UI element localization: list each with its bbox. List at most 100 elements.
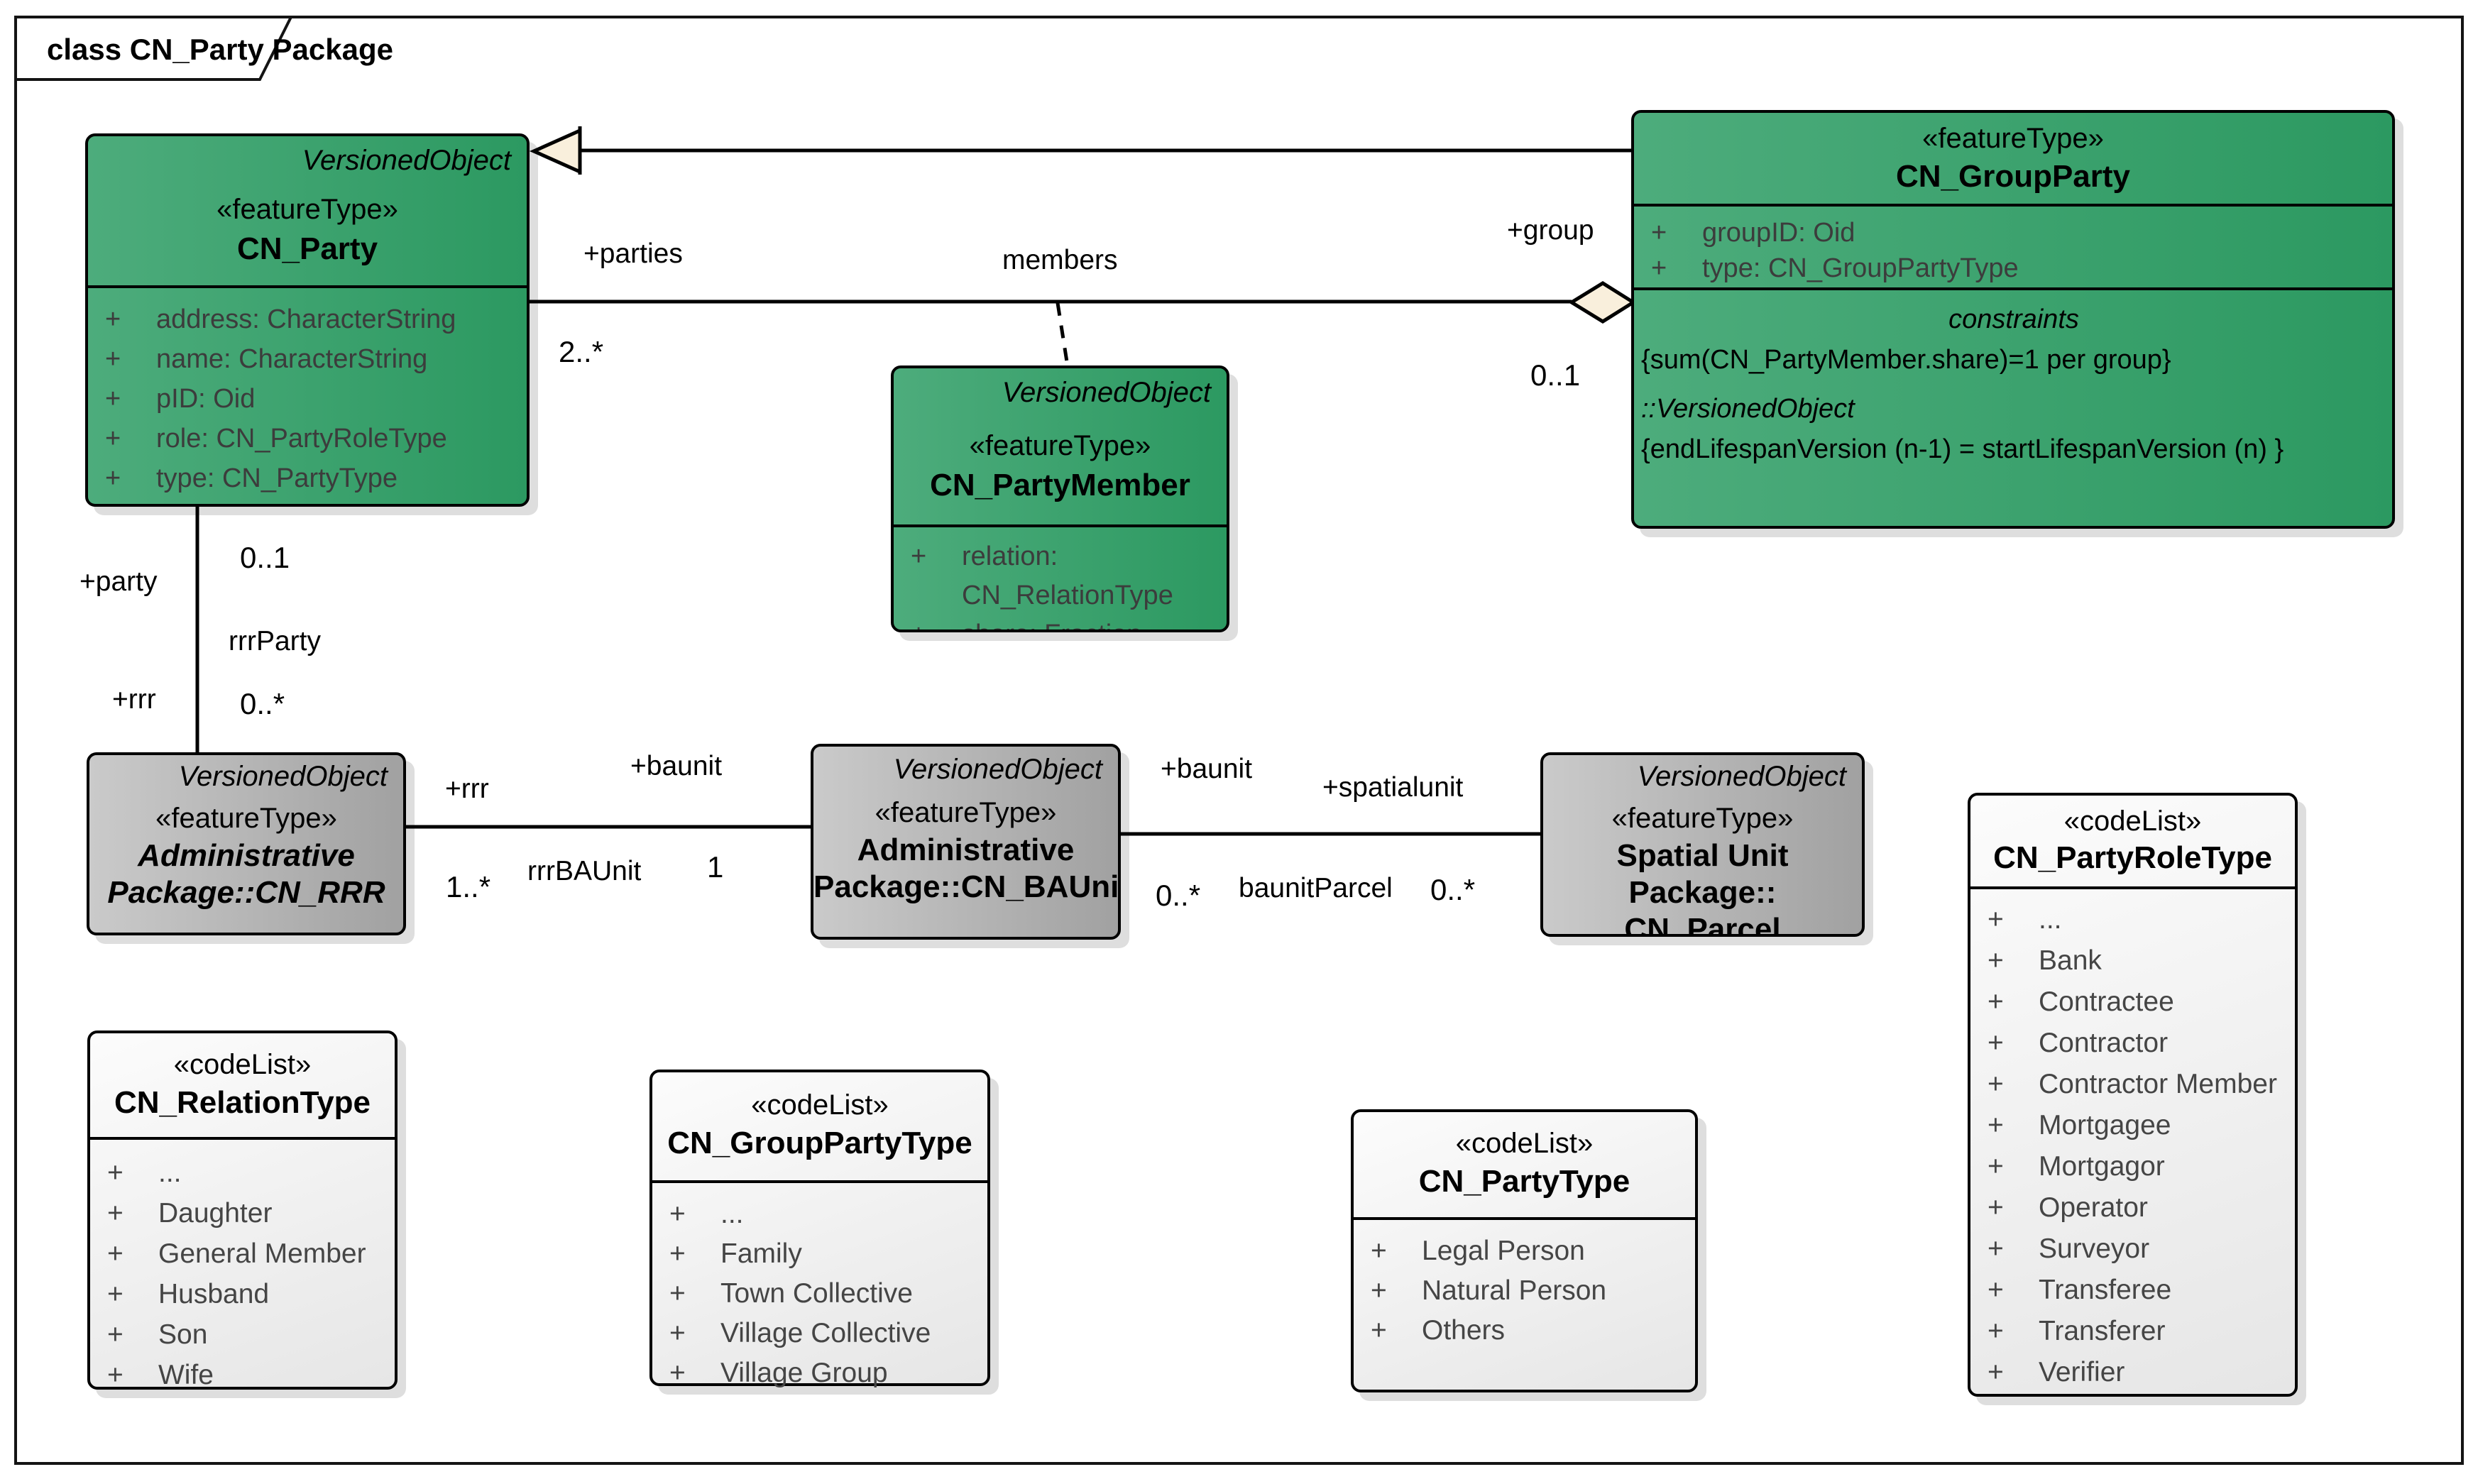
role-label-baunit-left: +baunit xyxy=(630,751,723,781)
codelist-item: +General Member xyxy=(107,1238,366,1269)
stereotype-label: «codeList» xyxy=(173,1049,312,1080)
attribute-row: +groupID: Oid xyxy=(1651,218,1855,248)
role-label-parties: +parties xyxy=(583,238,683,269)
codelist-item: +Transferer xyxy=(1988,1316,2166,1346)
codelist-item: +Natural Person xyxy=(1371,1275,1607,1306)
class-header: VersionedObject «featureType» Administra… xyxy=(89,755,403,933)
constraints-compartment: constraints {sum(CN_PartyMember.share)=1… xyxy=(1634,287,2392,526)
role-label-rrr2: +rrr xyxy=(445,774,489,804)
class-header: VersionedObject «featureType» CN_Party xyxy=(88,136,527,285)
attribute-row: +type: CN_PartyType xyxy=(105,463,398,493)
stereotype-label: «featureType» xyxy=(1611,803,1794,834)
association-name-rrrparty: rrrParty xyxy=(229,626,321,656)
codelist-item: +Transferee xyxy=(1988,1275,2172,1305)
attribute-row: +address: CharacterString xyxy=(105,304,456,334)
class-header: VersionedObject «featureType» Spatial Un… xyxy=(1543,755,1862,934)
codelist-cn-grouppartytype[interactable]: «codeList» CN_GroupPartyType +... +Family… xyxy=(649,1070,990,1389)
codelist-header: «codeList» CN_GroupPartyType xyxy=(652,1072,987,1180)
class-cn-parcel[interactable]: VersionedObject «featureType» Spatial Un… xyxy=(1540,752,1865,937)
role-label-baunit-right: +baunit xyxy=(1161,754,1253,784)
codelist-cn-relationtype[interactable]: «codeList» CN_RelationType +... +Daughter… xyxy=(87,1030,398,1390)
codelist-item: +Contractee xyxy=(1988,986,2174,1017)
codelist-item: +Family xyxy=(669,1238,802,1269)
class-name: CN_GroupParty xyxy=(1895,159,2131,194)
codelist-cn-partytype[interactable]: «codeList» CN_PartyType +Legal Person +Na… xyxy=(1351,1109,1698,1392)
role-label-rrr: +rrr xyxy=(112,684,156,715)
codelist-name: CN_PartyRoleType xyxy=(1993,840,2272,875)
stereotype-label: «codeList» xyxy=(1455,1128,1594,1159)
codelist-items: +... +Bank +Contractee +Contractor +Contract… xyxy=(1970,886,2295,1400)
stereotype-label: «featureType» xyxy=(216,194,398,225)
parent-classifier-label: VersionedObject xyxy=(1002,377,1211,408)
codelist-header: «codeList» CN_PartyRoleType xyxy=(1970,796,2295,886)
codelist-item: +... xyxy=(1988,904,2062,935)
class-cn-party[interactable]: VersionedObject «featureType» CN_Party +… xyxy=(85,133,530,507)
class-name-line1: Administrative xyxy=(857,832,1075,867)
multiplicity-party: 0..1 xyxy=(240,541,290,574)
codelist-cn-partyroletype[interactable]: «codeList» CN_PartyRoleType +... +Bank +Co… xyxy=(1968,793,2298,1397)
attribute-row: +role: CN_PartyRoleType xyxy=(105,424,447,454)
parent-classifier-label: VersionedObject xyxy=(1637,761,1846,792)
codelist-item: +Village Group xyxy=(669,1358,888,1388)
codelist-item: +Mortgagee xyxy=(1988,1110,2171,1141)
codelist-item: +Surveyor xyxy=(1988,1233,2150,1264)
codelist-item: +Legal Person xyxy=(1371,1236,1585,1266)
codelist-item: +... xyxy=(669,1199,744,1229)
multiplicity-rrr2: 1..* xyxy=(446,870,491,903)
multiplicity-baunit-left: 1 xyxy=(707,850,724,884)
codelist-header: «codeList» CN_PartyType xyxy=(1354,1112,1695,1217)
multiplicity-baunit-right: 0..* xyxy=(1156,879,1201,912)
diagram-title: class CN_Party Package xyxy=(47,33,393,66)
codelist-item: +Wife xyxy=(107,1360,214,1390)
stereotype-label: «featureType» xyxy=(1922,123,2104,154)
codelist-item: +Husband xyxy=(107,1279,270,1309)
parent-classifier-label: VersionedObject xyxy=(893,754,1102,785)
codelist-items: +... +Daughter +General Member +Husband +Son… xyxy=(90,1137,395,1392)
class-header: «featureType» CN_GroupParty xyxy=(1634,113,2392,204)
codelist-item: +Village Collective xyxy=(669,1318,931,1348)
codelist-item: +Town Collective xyxy=(669,1278,913,1309)
class-cn-baunit[interactable]: VersionedObject «featureType» Administra… xyxy=(811,744,1121,940)
multiplicity-parties: 2..* xyxy=(559,335,604,368)
class-name-line1: Spatial Unit Package:: xyxy=(1616,838,1789,910)
title-tab-shape xyxy=(14,16,294,81)
stereotype-label: «featureType» xyxy=(969,430,1151,461)
codelist-item: +Others xyxy=(1371,1315,1506,1346)
codelist-header: «codeList» CN_RelationType xyxy=(90,1033,395,1137)
attributes-compartment: +address: CharacterString+name: Characte… xyxy=(88,285,527,504)
multiplicity-spatialunit: 0..* xyxy=(1430,873,1476,906)
codelist-item: +Operator xyxy=(1988,1192,2148,1223)
stereotype-label: «featureType» xyxy=(875,797,1057,828)
class-cn-partymember[interactable]: VersionedObject «featureType» CN_PartyMe… xyxy=(891,365,1229,632)
class-name-line1: Administrative xyxy=(138,838,355,873)
codelist-name: CN_PartyType xyxy=(1418,1164,1630,1199)
codelist-item: +Daughter xyxy=(107,1198,273,1229)
constraints-title: constraints xyxy=(1948,304,2079,334)
aggregation-diamond xyxy=(1568,281,1637,324)
parent-classifier-label: VersionedObject xyxy=(178,761,388,792)
codelist-item: +Contractor Member xyxy=(1988,1069,2277,1099)
association-class-dashed-link xyxy=(1056,302,1070,367)
parent-classifier-label: VersionedObject xyxy=(302,145,511,176)
codelist-item: +Mortgagor xyxy=(1988,1151,2165,1182)
class-cn-groupparty[interactable]: «featureType» CN_GroupParty +groupID: Oi… xyxy=(1631,110,2395,529)
association-name-rrrbaunit: rrrBAUnit xyxy=(527,856,642,886)
codelist-item: +Contractor xyxy=(1988,1028,2169,1058)
association-name-members: members xyxy=(1002,245,1118,275)
class-name: CN_Party xyxy=(236,231,378,266)
association-name-baunitparcel: baunitParcel xyxy=(1239,873,1393,903)
codelist-item: +... xyxy=(107,1158,182,1188)
codelist-item: +Bank xyxy=(1988,945,2102,976)
attribute-row: +type: CN_GroupPartyType xyxy=(1651,253,2019,283)
stereotype-label: «codeList» xyxy=(751,1089,889,1121)
class-name-line2: Package::CN_RRR xyxy=(107,875,385,910)
codelist-items: +... +Family +Town Collective +Village Coll… xyxy=(652,1180,987,1389)
generalization-arrowhead xyxy=(529,128,582,175)
role-label-spatialunit: +spatialunit xyxy=(1322,772,1464,803)
codelist-item: +Son xyxy=(107,1319,208,1350)
stereotype-label: «featureType» xyxy=(155,803,337,834)
attributes-compartment: +relation: CN_RelationType+share: Fracti… xyxy=(894,524,1227,630)
class-cn-rrr[interactable]: VersionedObject «featureType» Administra… xyxy=(87,752,406,935)
